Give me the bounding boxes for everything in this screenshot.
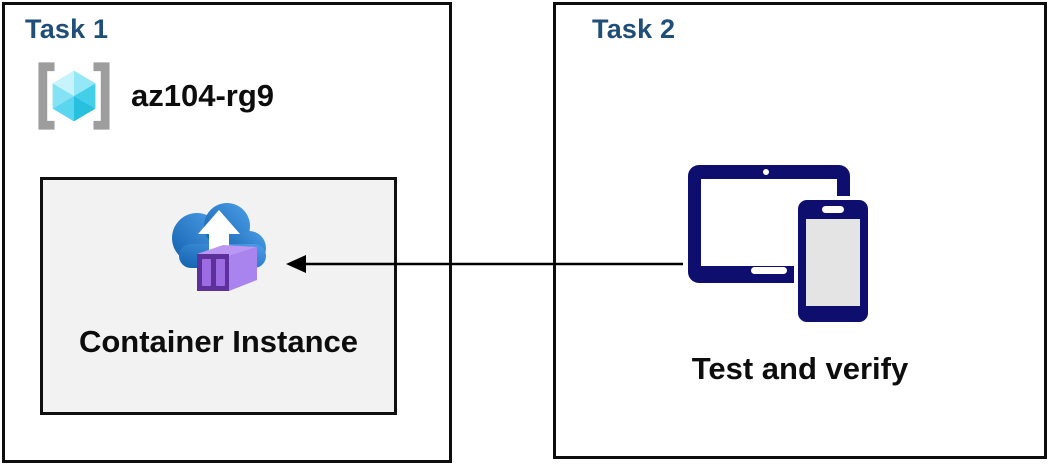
container-instance-panel: Container Instance (40, 177, 397, 415)
cube-face (52, 70, 74, 96)
cube-face (52, 96, 74, 122)
tablet-home-bar (751, 267, 787, 274)
cube-face (52, 83, 74, 109)
phone-speaker (822, 206, 844, 213)
container-instance-icon (171, 203, 266, 291)
tablet-camera-dot (763, 169, 769, 175)
task2-box: Task 2 Test and verify (553, 2, 1047, 459)
cube-face (74, 70, 96, 96)
cube-face (74, 83, 96, 109)
resource-group-bracket-right (93, 62, 110, 130)
container-door-panel (201, 259, 211, 286)
container-top-face (196, 245, 257, 256)
test-and-verify-label: Test and verify (691, 351, 909, 386)
container-door-panel (215, 259, 225, 286)
task2-title: Task 2 (592, 14, 676, 44)
container-instance-label: Container Instance (78, 324, 359, 359)
resource-group-name: az104-rg9 (131, 78, 275, 113)
resource-group-icon (38, 62, 110, 130)
task1-box: Task 1 az104-rg9 (2, 2, 452, 463)
resource-group-row: az104-rg9 (33, 59, 274, 133)
task1-title: Task 1 (25, 14, 109, 44)
cube-face (74, 96, 96, 122)
container-side-face (228, 247, 257, 291)
resource-group-bracket-left (38, 62, 55, 130)
phone-screen (806, 219, 860, 306)
devices-tablet-phone-icon (688, 165, 870, 326)
upload-arrow-icon (197, 210, 240, 256)
